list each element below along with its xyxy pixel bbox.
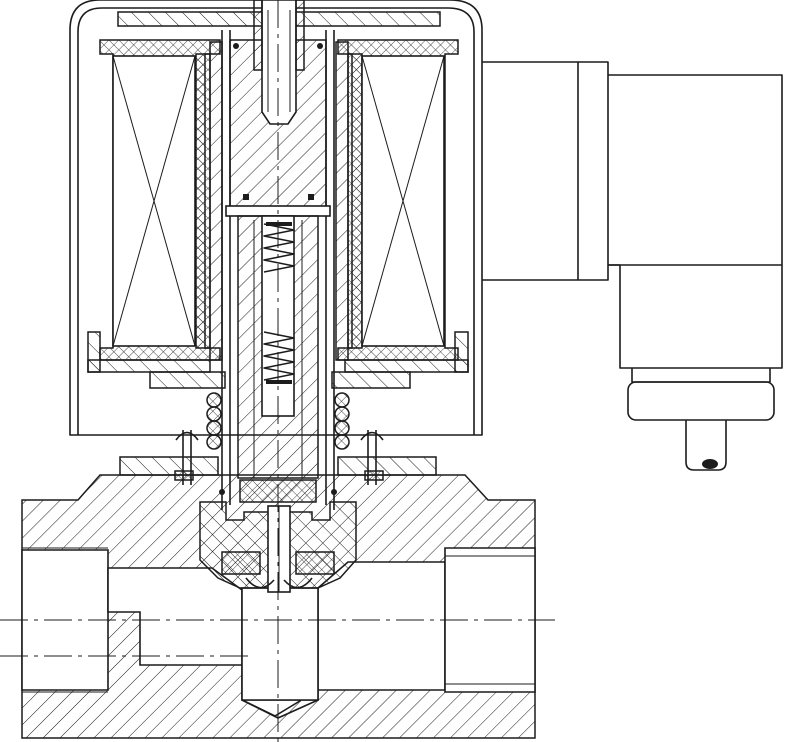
right-screw: [360, 430, 384, 485]
left-screw: [174, 430, 199, 485]
left-coil: [99, 39, 223, 361]
center-lines: [0, 0, 555, 742]
seal-rings: [206, 392, 350, 450]
lower-spring: [263, 331, 295, 384]
electrical-connector: [482, 61, 783, 471]
right-coil: [335, 39, 459, 361]
mounting-plate: [119, 430, 437, 485]
cable-gland: [627, 381, 775, 421]
upper-spring: [263, 222, 295, 273]
coil-housing: [69, 0, 483, 436]
